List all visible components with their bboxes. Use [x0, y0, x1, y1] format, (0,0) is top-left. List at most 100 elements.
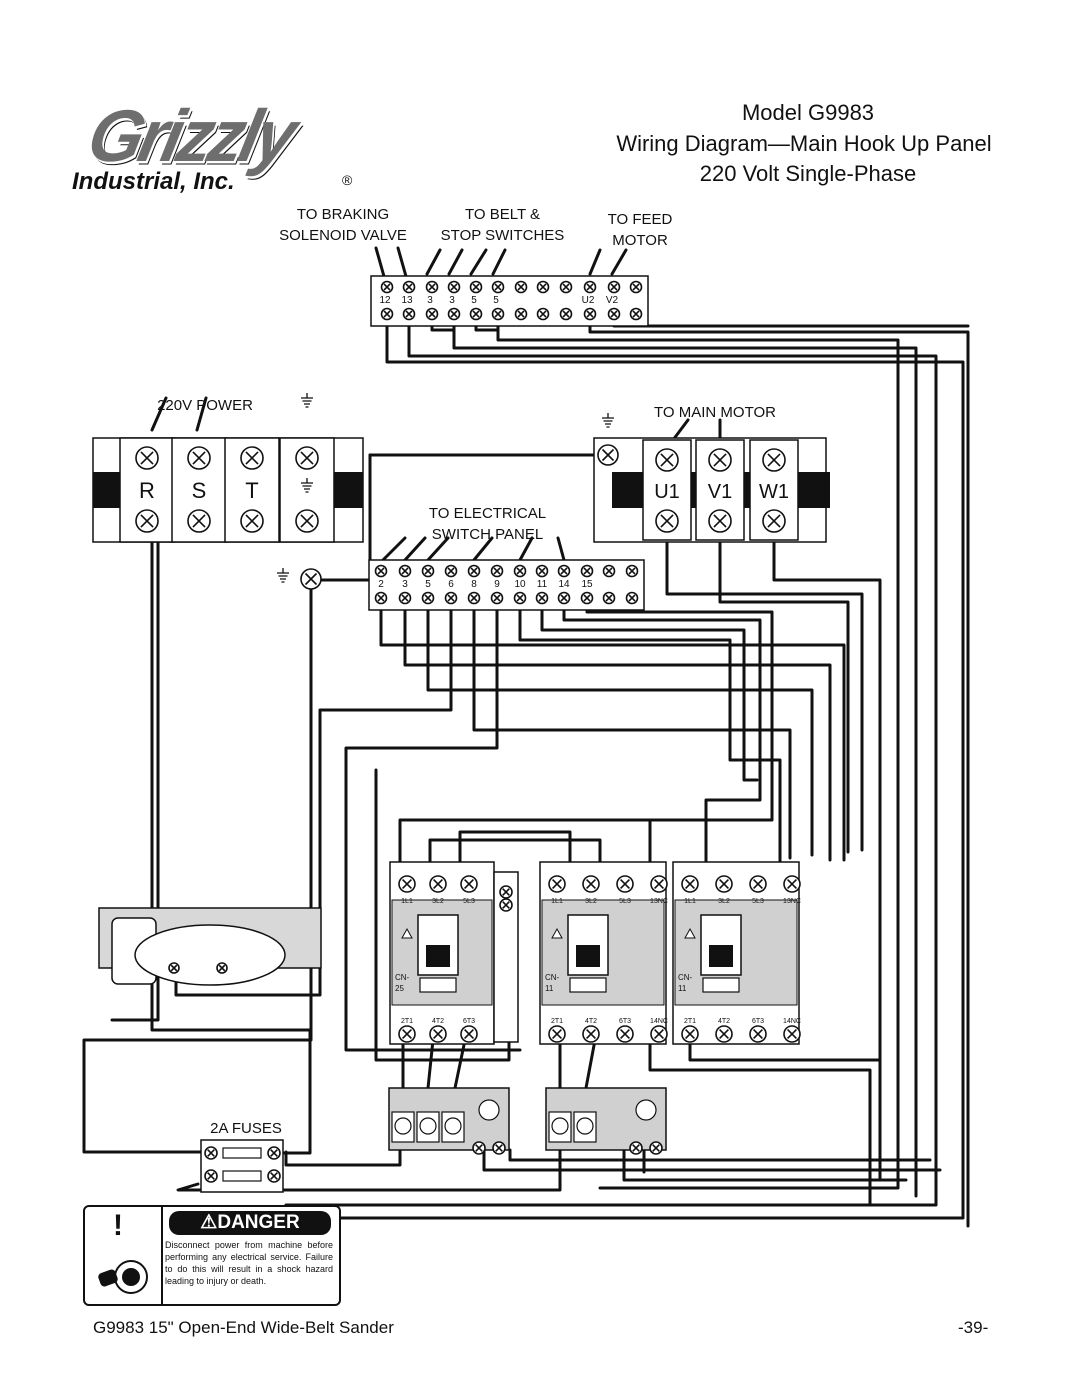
fuses-label: 2A FUSES: [210, 1120, 282, 1137]
screw-slot: [424, 567, 432, 575]
contactor-terminal-label: 14NC: [783, 1018, 801, 1025]
strip-label: 3: [402, 579, 408, 590]
wire: [428, 838, 602, 864]
contactor-terminal-label: 4T2: [432, 1018, 444, 1025]
wire: [403, 604, 832, 862]
model-title: Model G9983: [741, 100, 875, 125]
wire: [588, 320, 970, 1228]
screw-slot: [192, 451, 206, 465]
wire: [381, 536, 407, 562]
contactor-terminal-label: 1L1: [684, 898, 696, 905]
screw-slot: [300, 514, 314, 528]
wire: [110, 530, 160, 1022]
power-phase-label: R: [139, 478, 155, 503]
screw-slot: [538, 567, 546, 575]
terminal-window: [228, 474, 276, 506]
screw-slot: [450, 310, 458, 318]
screw-slot: [447, 594, 455, 602]
screw-slot: [620, 879, 630, 889]
contactor-model: CN-: [395, 973, 410, 982]
strip-label: 5: [471, 295, 477, 306]
wire: [612, 320, 970, 328]
screw-slot: [207, 1172, 215, 1180]
strip-label: 8: [471, 579, 477, 590]
warning-triangle-icon: [684, 927, 696, 939]
page-number: -39-: [958, 1318, 989, 1337]
screw-slot: [245, 451, 259, 465]
screw-slot: [472, 283, 480, 291]
logo-wordmark: Grizzly: [81, 95, 301, 177]
plug-icon: [98, 1260, 148, 1294]
wire: [588, 248, 602, 276]
power-phase-label: T: [245, 478, 258, 503]
wire: [518, 536, 534, 562]
contactor-terminal-label: 5L3: [619, 898, 631, 905]
contactor-model: CN-: [678, 973, 693, 982]
screw-slot: [270, 1149, 278, 1157]
relay-screw: [419, 1117, 437, 1135]
screw-slot: [753, 879, 763, 889]
screw-slot: [207, 1149, 215, 1157]
ground-icon: [277, 568, 289, 583]
danger-heading: ⚠DANGER: [169, 1211, 331, 1235]
contactor-terminal-label: 3L2: [432, 898, 444, 905]
contactor-terminal-label: 5L3: [463, 898, 475, 905]
strip-label: 3: [449, 295, 455, 306]
contactor-terminal-label: 3L2: [585, 898, 597, 905]
wire: [150, 530, 312, 1155]
warning-triangle-icon: ⚠: [200, 1212, 218, 1233]
warning-triangle-icon: [551, 927, 563, 939]
screw-slot: [632, 310, 640, 318]
screw-slot: [450, 283, 458, 291]
screw-slot: [660, 514, 674, 528]
screw-slot: [586, 879, 596, 889]
contactor-terminal-label: 14NC: [650, 1018, 668, 1025]
wire: [425, 248, 442, 276]
screw-slot: [652, 1144, 660, 1152]
screw-slot: [472, 310, 480, 318]
contactor-terminal-label: 1L1: [551, 898, 563, 905]
wire: [447, 248, 464, 276]
screw-slot: [586, 283, 594, 291]
screw-slot: [383, 283, 391, 291]
contactor-window: [419, 977, 457, 993]
screw-slot: [377, 594, 385, 602]
screw-slot: [719, 879, 729, 889]
wire: [308, 320, 965, 1220]
terminal-window: [699, 476, 741, 504]
screw-slot: [787, 879, 797, 889]
screw-slot: [562, 310, 570, 318]
screw-slot: [654, 1029, 664, 1039]
screw-slot: [586, 1029, 596, 1039]
screw-slot: [470, 567, 478, 575]
wire: [379, 604, 846, 862]
screw-slot: [517, 283, 525, 291]
wire: [518, 604, 782, 864]
logo-company: Industrial, Inc.: [72, 168, 235, 195]
voltage-title: 220 Volt Single-Phase: [699, 161, 917, 186]
screw-slot: [767, 453, 781, 467]
power-phase-label: S: [192, 478, 207, 503]
screw-slot: [628, 594, 636, 602]
wire: [610, 248, 628, 276]
screw-slot: [475, 1144, 483, 1152]
screw-slot: [552, 1029, 562, 1039]
screw-slot: [170, 964, 178, 972]
wire: [426, 604, 814, 857]
relay-dial: [635, 1099, 657, 1121]
wire: [556, 536, 566, 562]
wire: [584, 1038, 597, 1090]
contactor-terminal-label: 13NC: [650, 898, 668, 905]
strip-label: 6: [448, 579, 454, 590]
wire: [453, 1038, 467, 1090]
wire: [688, 1038, 882, 1062]
wire: [665, 530, 864, 852]
strip-label: 12: [379, 295, 391, 306]
strip-label: 13: [401, 295, 413, 306]
screw-slot: [610, 310, 618, 318]
screw-slot: [270, 1172, 278, 1180]
screw-slot: [713, 453, 727, 467]
feed-motor-label: TO FEED MOTOR: [607, 211, 673, 249]
contactor-window: [702, 977, 740, 993]
warning-triangle-icon: [401, 927, 413, 939]
